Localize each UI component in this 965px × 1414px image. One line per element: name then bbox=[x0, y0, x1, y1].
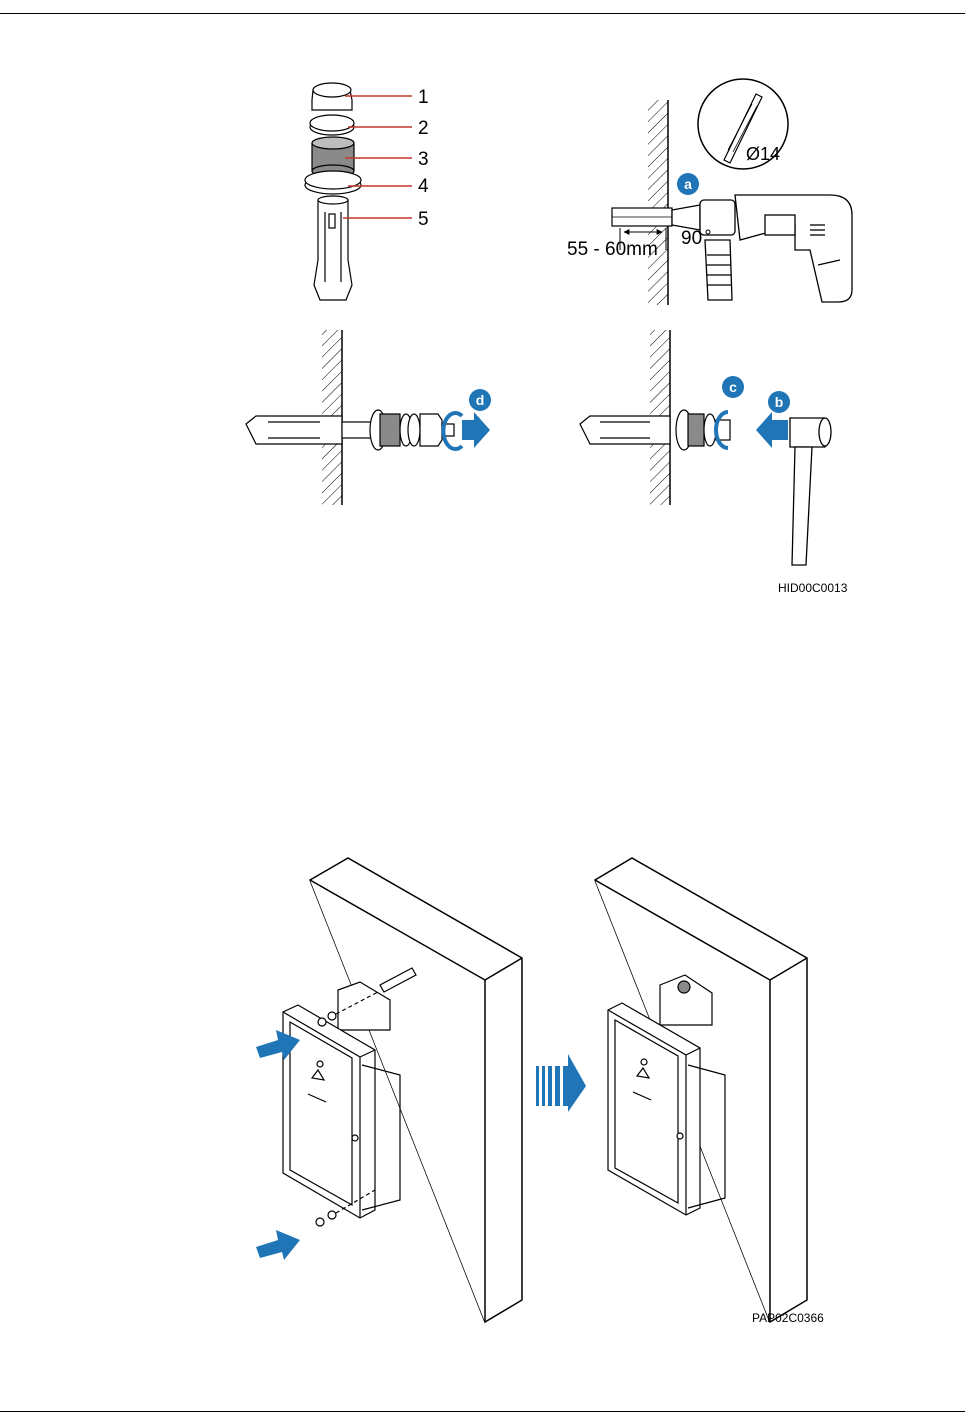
part-number-2: 2 bbox=[418, 118, 429, 139]
figure-2-id: PAP02C0366 bbox=[752, 1311, 824, 1325]
drill-wall bbox=[612, 100, 672, 305]
depth-dimension: 55 - 60mm 90 bbox=[567, 228, 710, 260]
footer-rule bbox=[0, 1411, 965, 1412]
svg-text:a: a bbox=[684, 176, 692, 192]
expansion-bolt-figure: 1 2 3 4 5 Ø14 a bbox=[246, 79, 852, 595]
step-a-badge: a bbox=[677, 173, 699, 195]
part-number-1: 1 bbox=[418, 87, 429, 108]
wall-mount-figure: PAP02C0366 bbox=[256, 858, 824, 1325]
part-number-5: 5 bbox=[418, 209, 429, 230]
figure-1-id: HID00C0013 bbox=[778, 581, 848, 595]
step-bc-panel: c b bbox=[580, 330, 831, 565]
drill-depth-label: 55 - 60mm bbox=[567, 239, 658, 260]
drill-bit-detail: Ø14 bbox=[698, 79, 788, 169]
step-c-badge: c bbox=[729, 379, 737, 395]
step-d-badge: d bbox=[476, 392, 485, 408]
transition-arrow bbox=[536, 1054, 586, 1112]
drill-angle-label: 90 bbox=[681, 228, 702, 249]
part-number-4: 4 bbox=[418, 176, 429, 197]
part-number-3: 3 bbox=[418, 149, 429, 170]
step-b-badge: b bbox=[775, 394, 784, 410]
drill-bit-diameter-label: Ø14 bbox=[746, 144, 780, 164]
expansion-bolt-exploded bbox=[305, 83, 361, 300]
step-d-panel: d bbox=[246, 330, 491, 505]
hammer-illustration bbox=[790, 418, 831, 565]
